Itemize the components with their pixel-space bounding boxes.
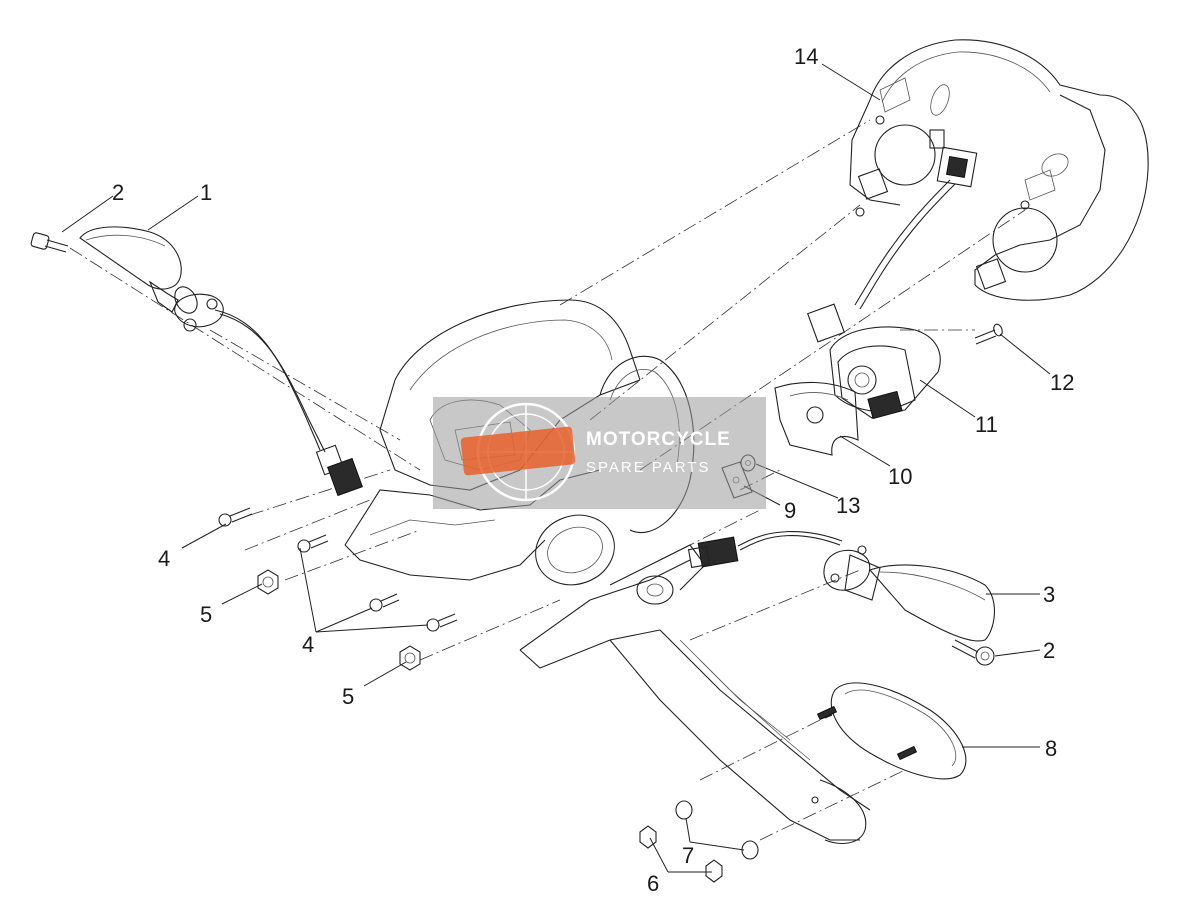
part-labels: 1 2 3 2 4 4 5 5 6 7 8 9 10 11 12 13 14 [112, 44, 1074, 896]
nut-5b [399, 645, 421, 671]
screw-4c [369, 593, 400, 612]
part-label-7: 7 [682, 843, 694, 868]
plate-light [829, 326, 941, 420]
leader-lines [61, 63, 1051, 873]
part-label-10: 10 [888, 464, 912, 489]
part-label-2-left: 2 [112, 180, 124, 205]
bracket-10 [774, 381, 859, 456]
screw-4b [297, 534, 329, 553]
part-label-5-upper: 5 [200, 602, 212, 627]
right-turn-indicator [687, 531, 996, 642]
screws-4 [218, 507, 458, 632]
nut-5a [257, 569, 279, 595]
part-label-12: 12 [1050, 370, 1074, 395]
part-label-4-upper: 4 [158, 546, 170, 571]
nuts-5 [257, 569, 421, 671]
screw-12 [974, 323, 1003, 345]
part-label-3: 3 [1043, 582, 1055, 607]
left-turn-indicator [79, 226, 363, 497]
nuts-6 [639, 825, 723, 883]
screw-4a [218, 507, 253, 527]
tail-light-housing [807, 39, 1149, 343]
reflector-8 [816, 682, 967, 780]
part-label-9: 9 [784, 498, 796, 523]
part-label-5-lower: 5 [342, 684, 354, 709]
watermark-line1: MOTORCYCLE [586, 429, 731, 450]
watermark-logo [460, 402, 576, 502]
screw-right [951, 639, 995, 666]
license-plate-holder [344, 299, 871, 844]
screw-4d [426, 613, 458, 632]
part-label-8: 8 [1045, 736, 1057, 761]
part-label-14: 14 [794, 44, 818, 69]
part-label-11: 11 [975, 412, 998, 437]
watermark: MOTORCYCLE SPARE PARTS [433, 397, 766, 509]
part-label-2-right: 2 [1043, 638, 1055, 663]
screw-left [30, 232, 69, 253]
watermark-line2: SPARE PARTS [586, 459, 711, 476]
part-label-1: 1 [200, 180, 212, 205]
part-label-13: 13 [836, 493, 860, 518]
part-label-6: 6 [647, 871, 659, 896]
part-label-4-lower: 4 [302, 632, 314, 657]
